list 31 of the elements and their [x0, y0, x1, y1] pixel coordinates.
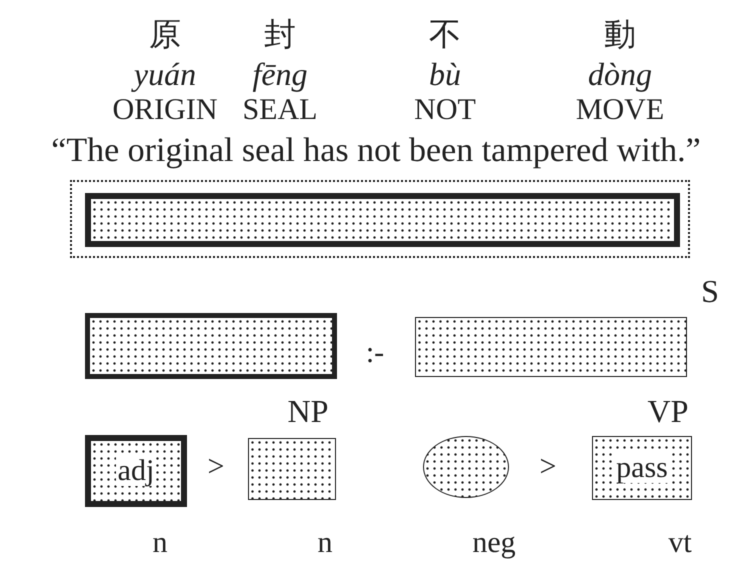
- category-label: vt: [668, 528, 692, 558]
- pinyin: bù: [429, 58, 461, 90]
- gloss: ORIGIN: [112, 95, 218, 125]
- category-label: n: [152, 528, 168, 558]
- term-box: [85, 435, 187, 507]
- chinese-character: 封: [264, 18, 296, 50]
- operator: >: [208, 452, 224, 482]
- box-shape: [415, 317, 687, 377]
- gloss: MOVE: [576, 95, 664, 125]
- pinyin: yuán: [134, 58, 196, 90]
- category-label: neg: [472, 528, 516, 558]
- box-shape: [85, 313, 337, 379]
- box-shape: [248, 438, 336, 500]
- term-label: pass: [614, 453, 670, 483]
- category-label: n: [318, 528, 332, 558]
- operator: >: [540, 452, 556, 482]
- operator: :-: [366, 338, 384, 368]
- chinese-character: 動: [604, 18, 636, 50]
- category-label: NP: [288, 395, 328, 427]
- gloss: NOT: [414, 95, 476, 125]
- pinyin: dòng: [588, 58, 652, 90]
- group-box: [70, 180, 690, 258]
- category-label: VP: [648, 395, 688, 427]
- term-box: [592, 436, 692, 500]
- box-shape: [85, 193, 680, 247]
- chinese-character: 不: [429, 18, 461, 50]
- translation: “The original seal has not been tampered with.”: [51, 134, 701, 168]
- category-label: S: [701, 275, 719, 307]
- pinyin: fēng: [252, 58, 308, 90]
- chinese-character: 原: [149, 18, 181, 50]
- gloss: SEAL: [242, 95, 318, 125]
